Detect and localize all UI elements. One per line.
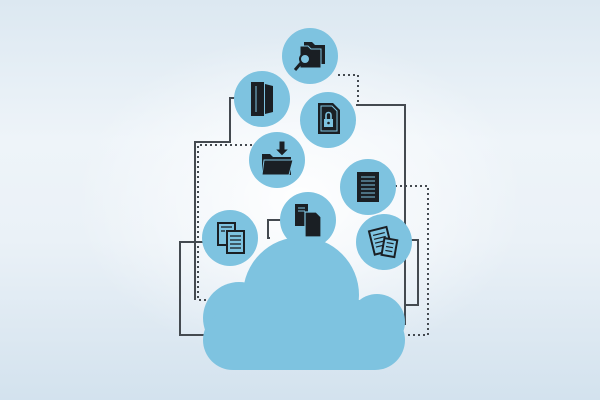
node-binder bbox=[234, 71, 290, 127]
lock-document-icon bbox=[318, 103, 340, 134]
connector-stacked-files bbox=[267, 219, 282, 239]
node-search-folder bbox=[282, 28, 338, 84]
notes-document-icon bbox=[367, 225, 399, 259]
folder-search-icon bbox=[293, 42, 325, 71]
folder-download-icon bbox=[261, 140, 294, 176]
node-locked-document bbox=[300, 92, 356, 148]
binder-icon bbox=[251, 82, 273, 116]
text-document-icon bbox=[357, 172, 379, 202]
node-notes-document bbox=[356, 214, 412, 270]
connector-text-document bbox=[395, 185, 429, 336]
node-text-document bbox=[340, 159, 396, 215]
copy-documents-icon bbox=[217, 222, 245, 254]
stacked-files-icon bbox=[295, 204, 322, 238]
connector-notes-document bbox=[405, 239, 419, 306]
node-stacked-files bbox=[280, 192, 336, 248]
node-folder-download bbox=[249, 132, 305, 188]
cloud-icon bbox=[203, 237, 405, 370]
node-copy-documents bbox=[202, 210, 258, 266]
connector-binder bbox=[194, 97, 245, 300]
connector-copy-documents bbox=[179, 241, 205, 336]
